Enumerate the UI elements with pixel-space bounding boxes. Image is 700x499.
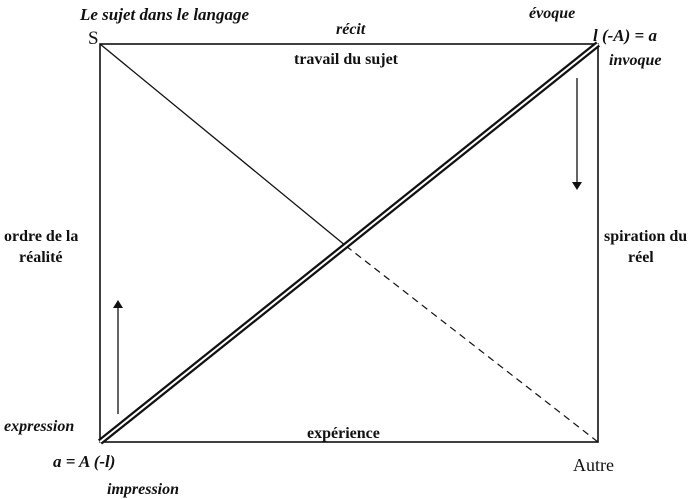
double-diagonal [97, 41, 601, 445]
right-side-label-line2: réel [628, 249, 654, 266]
top-center-label: travail du sujet [294, 51, 399, 68]
bottom-left-above-label: expression [4, 418, 74, 435]
corner-label-top-right: l (-A) = a [593, 26, 657, 45]
left-side-label-line2: réalité [19, 249, 63, 266]
top-center-italic-label: récit [336, 21, 366, 38]
frame-rectangle [99, 43, 599, 443]
corner-label-autre: Autre [573, 455, 614, 475]
diagonal-dashed-segment [345, 245, 599, 443]
right-side-label-line1: spiration du [604, 228, 687, 245]
diagonal-solid-segment [99, 43, 347, 247]
left-side-label-line1: ordre de la [4, 228, 78, 245]
top-right-below-label: invoque [609, 52, 661, 69]
bottom-center-label: expérience [307, 425, 380, 442]
bottom-left-below-label: impression [107, 481, 179, 498]
corner-label-bottom-left: a = A (-l) [53, 452, 115, 471]
corner-label-s: S [88, 28, 99, 49]
top-left-heading: Le sujet dans le langage [79, 5, 250, 24]
top-right-above-label: évoque [529, 5, 575, 22]
